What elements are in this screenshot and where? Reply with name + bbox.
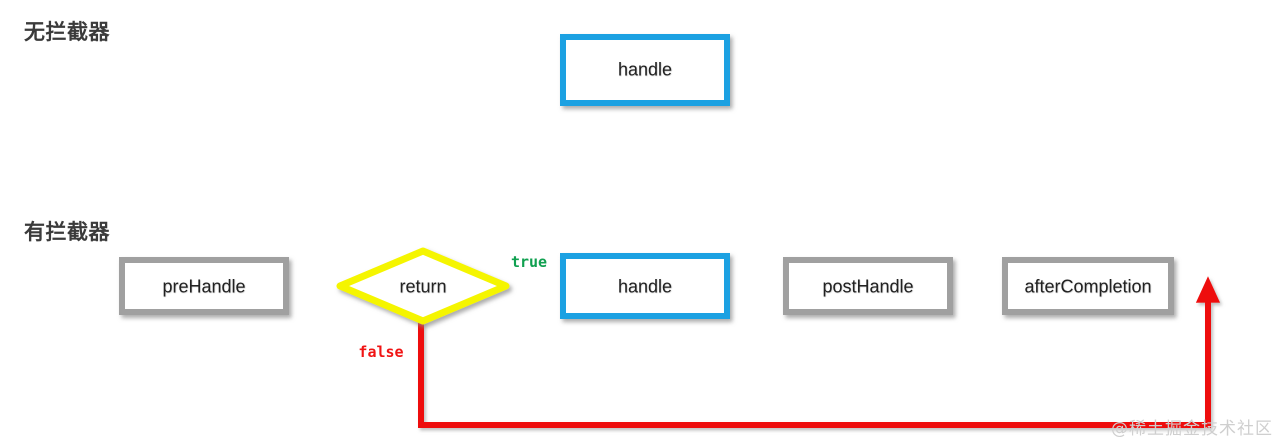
node-posthandle bbox=[783, 257, 953, 315]
node-return-decision bbox=[336, 247, 510, 325]
edge-return-false-feedback bbox=[418, 276, 1221, 428]
node-handle-bottom bbox=[560, 253, 730, 319]
edge-label-true: true bbox=[510, 253, 548, 271]
edge-label-false: false bbox=[358, 343, 404, 361]
node-prehandle bbox=[119, 257, 289, 315]
section-title-with-interceptor: 有拦截器 bbox=[24, 220, 110, 244]
section-title-no-interceptor: 无拦截器 bbox=[24, 20, 110, 44]
node-handle-top bbox=[560, 34, 730, 106]
node-aftercompletion bbox=[1002, 257, 1174, 315]
